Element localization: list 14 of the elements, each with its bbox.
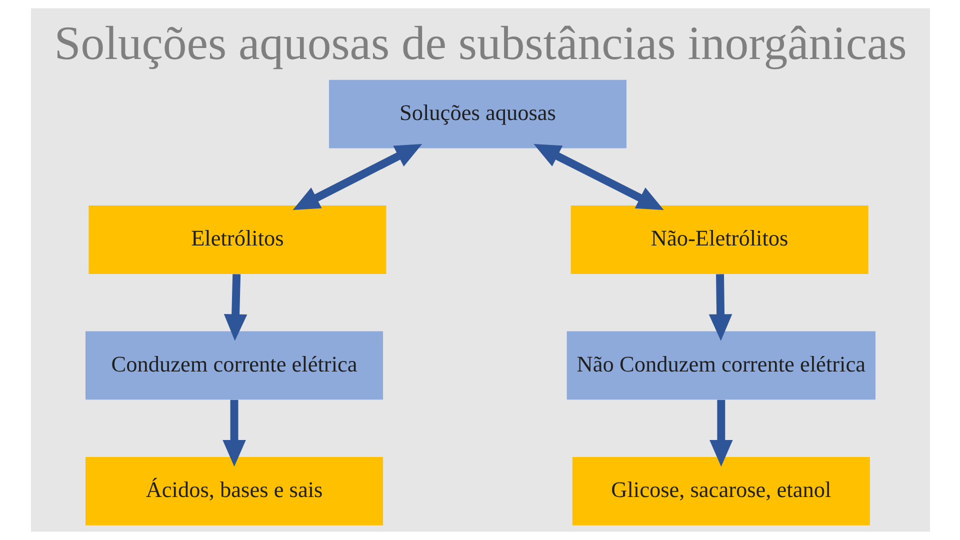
arrow <box>708 274 732 341</box>
arrow <box>533 144 664 210</box>
arrow <box>222 400 246 467</box>
node-box: Eletrólitos <box>88 206 386 274</box>
node-box: Não Conduzem corrente elétrica <box>566 331 875 400</box>
node-box: Conduzem corrente elétrica <box>85 331 383 400</box>
arrow <box>223 274 247 341</box>
arrow <box>709 400 732 467</box>
node-box: Ácidos, bases e sais <box>85 456 383 526</box>
node-box: Não-Eletrólitos <box>570 206 868 274</box>
diagram-title: Soluções aquosas de substâncias inorgânicas <box>54 17 906 70</box>
node-box: Glicose, sacarose, etanol <box>572 456 870 526</box>
arrow <box>292 144 422 210</box>
node-box: Soluções aquosas <box>328 80 626 148</box>
